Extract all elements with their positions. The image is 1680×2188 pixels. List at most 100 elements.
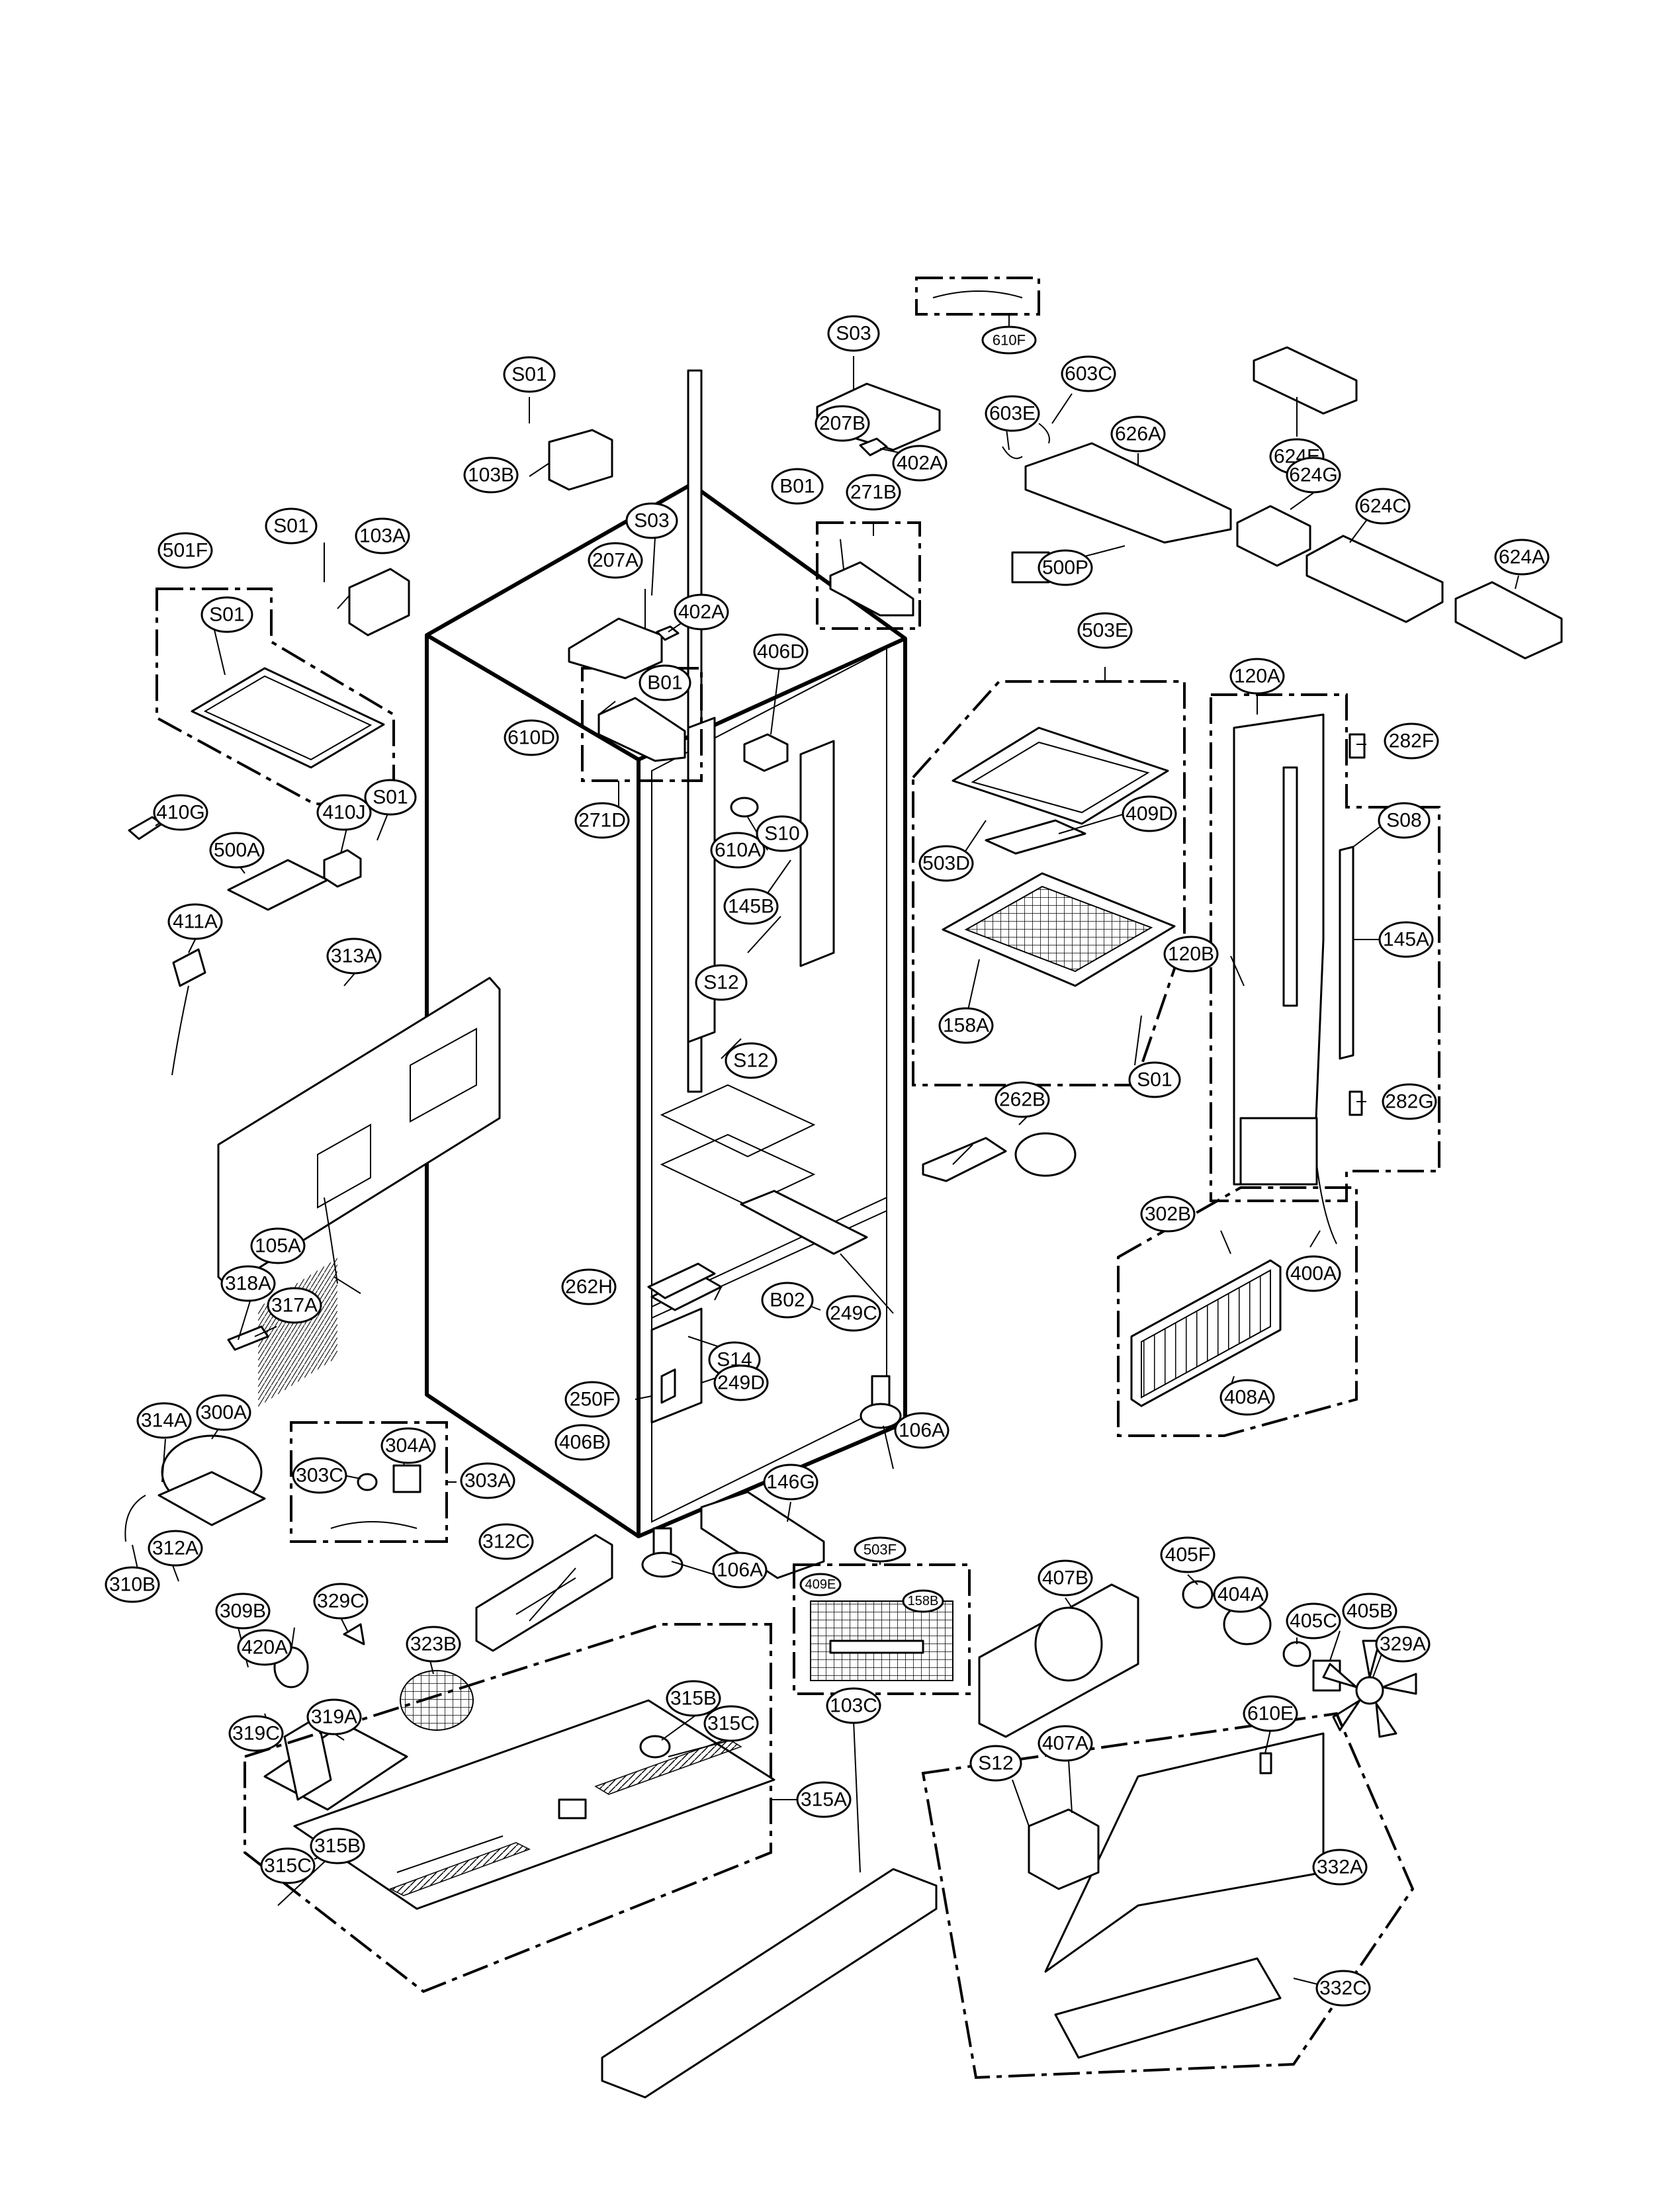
svg-text:303C: 303C [296,1465,343,1487]
svg-text:300A: 300A [200,1402,247,1424]
callout-262h: 262H [561,1268,617,1305]
svg-text:610A: 610A [715,840,761,861]
callout-249d: 249D [713,1364,769,1401]
callout-145b: 145B [723,888,779,925]
svg-text:B02: B02 [770,1290,805,1311]
callout-332c: 332C [1315,1970,1371,2007]
svg-text:409E: 409E [805,1577,836,1592]
callout-501f: 501F [157,532,213,569]
condenser-323b [400,1670,474,1731]
svg-text:332C: 332C [1319,1978,1367,1999]
toe-kick-103c [601,1868,938,2099]
callout-500p: 500P [1038,549,1093,586]
callout-310b: 310B [105,1566,160,1603]
svg-text:S12: S12 [978,1753,1013,1774]
callout-s01-bin: S01 [1128,1061,1181,1098]
svg-text:409D: 409D [1126,803,1173,825]
callout-250f: 250F [564,1381,620,1418]
svg-text:406D: 406D [757,641,805,663]
motor-624a [1454,581,1563,660]
callout-s08: S08 [1378,802,1431,839]
cover-group-501f [155,588,395,805]
motor-624e [1253,346,1358,415]
fan-blade-329a [1322,1640,1417,1738]
callout-s12-a: S12 [695,964,748,1001]
svg-text:103A: 103A [359,525,406,547]
svg-text:310B: 310B [109,1574,155,1596]
callout-158a: 158A [938,1007,994,1044]
auger-626a [1024,442,1232,544]
hinge-262h [647,1262,716,1299]
svg-text:309B: 309B [220,1600,266,1622]
svg-text:411A: 411A [173,911,218,933]
callout-309b: 309B [215,1593,271,1630]
switch-610a [730,797,759,818]
callout-271d: 271D [574,802,630,839]
svg-text:407B: 407B [1042,1567,1088,1589]
callout-318a: 318A [220,1265,276,1302]
svg-text:501F: 501F [163,540,208,562]
svg-text:158B: 158B [908,1594,939,1608]
back-panel-313a [217,977,501,1407]
svg-text:S01: S01 [1137,1069,1172,1091]
callout-106a-upper: 106A [894,1412,950,1449]
shroud-407b [978,1583,1139,1738]
svg-text:250F: 250F [570,1389,615,1411]
callout-282g: 282G [1382,1083,1437,1120]
callout-405f: 405F [1160,1536,1216,1573]
svg-text:402A: 402A [897,453,943,474]
svg-text:158A: 158A [943,1015,989,1037]
callout-b02: B02 [761,1282,814,1319]
svg-text:503D: 503D [922,853,970,875]
harness-group-610f [915,277,1040,316]
callout-315b-upper: 315B [666,1680,721,1717]
tube-310b [124,1495,146,1542]
svg-text:271D: 271D [578,810,626,832]
svg-text:303A: 303A [464,1470,511,1492]
svg-text:603C: 603C [1065,363,1112,385]
callouts: S01 S03 610F 603C 603E 626A 624E 624G 62… [105,315,1550,2007]
drain-pan-319a [263,1716,408,1811]
callout-624c: 624C [1355,488,1411,525]
svg-text:106A: 106A [717,1559,763,1581]
svg-text:S08: S08 [1386,810,1421,832]
svg-text:S03: S03 [836,323,871,345]
callout-332a: 332A [1312,1849,1368,1886]
callout-105a: 105A [250,1227,306,1264]
svg-text:103C: 103C [830,1695,877,1717]
svg-text:610D: 610D [508,727,555,749]
svg-text:S10: S10 [764,823,799,845]
callout-402a-top: 402A [892,445,948,482]
ice-bin-group-503e [912,680,1186,1086]
callout-103c: 103C [826,1687,881,1724]
callout-302b: 302B [1140,1196,1196,1233]
housing-624g [1236,505,1311,567]
callout-313a: 313A [326,938,382,975]
svg-text:323B: 323B [410,1634,457,1655]
callout-103b: 103B [463,457,519,494]
callout-610e: 610E [1243,1695,1298,1732]
svg-text:312C: 312C [482,1531,530,1553]
svg-text:500A: 500A [214,840,260,861]
clip-282f [1348,733,1366,759]
callout-304a: 304A [380,1427,436,1464]
callout-312a: 312A [148,1530,203,1567]
svg-text:262H: 262H [565,1276,613,1298]
svg-text:314A: 314A [141,1410,187,1432]
callout-409d: 409D [1122,795,1177,832]
filter-group-503f [793,1563,971,1695]
callout-411a: 411A [167,903,223,940]
svg-text:262B: 262B [999,1089,1045,1111]
callout-207b: 207B [815,405,870,442]
base-group-315a [243,1623,775,1993]
svg-text:304A: 304A [385,1435,431,1457]
clip-282g [1348,1090,1363,1116]
callout-s01-left: S01 [265,507,318,545]
svg-text:S01: S01 [373,787,408,809]
svg-text:146G: 146G [766,1471,815,1493]
callout-610a: 610A [710,832,766,869]
callout-315a: 315A [796,1781,852,1818]
duct-group-120a [1210,693,1440,1202]
callout-410j: 410J [316,794,372,831]
